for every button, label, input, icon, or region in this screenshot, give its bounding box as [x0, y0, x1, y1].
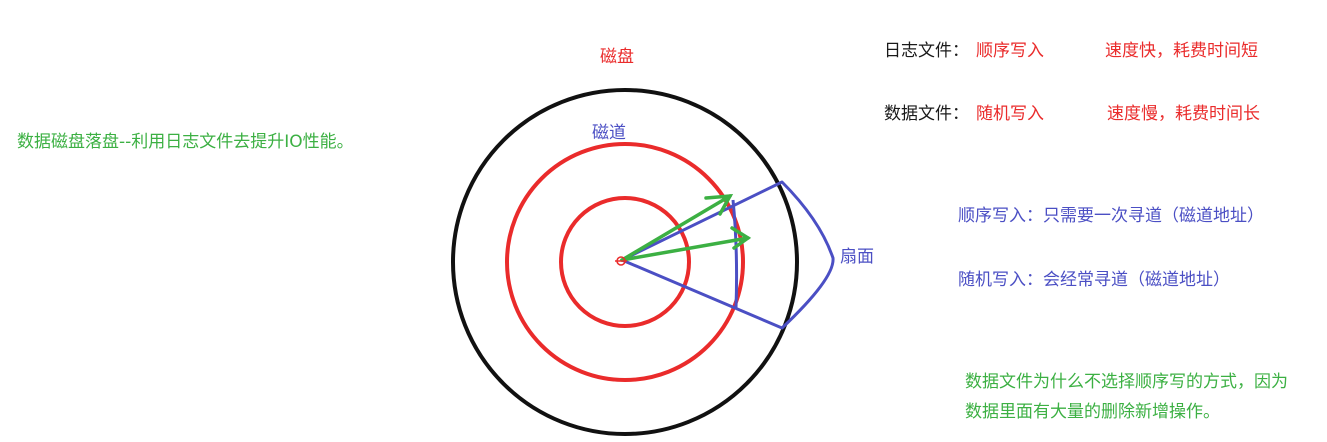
sequential-write-note: 顺序写入：只需要一次寻道（磁道地址） [958, 206, 1264, 226]
sector-label: 扇面 [840, 247, 874, 267]
data-file-mode: 随机写入 [976, 104, 1044, 124]
disk-label: 磁盘 [600, 47, 634, 67]
page-title: 数据磁盘落盘--利用日志文件去提升IO性能。 [17, 132, 354, 152]
sector-inner-edge [731, 199, 739, 309]
data-file-label: 数据文件： [884, 104, 969, 124]
track-middle-circle [505, 142, 745, 382]
seek-arrow-lower [620, 226, 752, 262]
question-line-2: 数据里面有大量的删除新增操作。 [965, 402, 1220, 422]
sector-wedge [620, 180, 835, 330]
track-inner-circle [559, 196, 691, 328]
disk-outer-circle [451, 88, 799, 436]
track-label: 磁道 [592, 123, 626, 143]
log-file-note: 速度快，耗费时间短 [1105, 41, 1258, 61]
log-file-label: 日志文件： [884, 41, 969, 61]
log-file-mode: 顺序写入 [976, 41, 1044, 61]
seek-arrow-upper [620, 193, 734, 262]
data-file-note: 速度慢，耗费时间长 [1107, 104, 1260, 124]
center-point-icon [615, 256, 627, 266]
question-line-1: 数据文件为什么不选择顺序写的方式，因为 [965, 372, 1288, 392]
random-write-note: 随机写入：会经常寻道（磁道地址） [958, 270, 1230, 290]
